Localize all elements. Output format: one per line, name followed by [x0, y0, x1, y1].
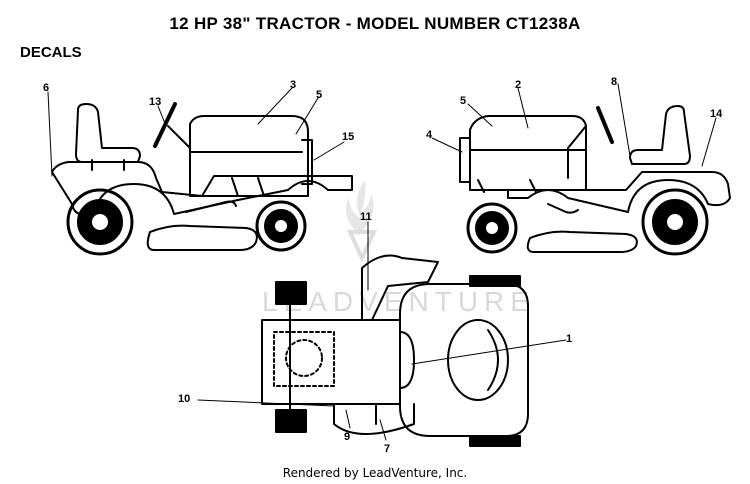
- right-side-tractor: [459, 105, 731, 256]
- top-view-tractor: [261, 254, 529, 447]
- page-title: 12 HP 38" TRACTOR - MODEL NUMBER CT1238A: [169, 14, 581, 33]
- callout-1: 1: [566, 333, 572, 345]
- callout-8: 8: [611, 76, 617, 88]
- callout-14: 14: [710, 108, 723, 120]
- callout-13: 13: [149, 96, 161, 108]
- callout-5-right: 5: [460, 95, 466, 107]
- leader-lines: [47, 83, 717, 441]
- callouts: 6 13 3 5 15 2 5 4 8 14 11 1 10 9 7: [43, 76, 723, 455]
- callout-15: 15: [342, 131, 354, 143]
- render-credit: Rendered by LeadVenture, Inc.: [282, 466, 468, 480]
- section-label: DECALS: [20, 44, 82, 61]
- callout-3: 3: [290, 79, 296, 91]
- callout-9: 9: [344, 431, 350, 443]
- callout-10: 10: [178, 393, 190, 405]
- callout-6: 6: [43, 82, 49, 94]
- callout-7: 7: [384, 443, 390, 455]
- left-side-tractor: [51, 102, 353, 256]
- callout-11: 11: [360, 211, 372, 223]
- callout-5-left: 5: [316, 89, 322, 101]
- callout-4: 4: [426, 129, 433, 141]
- callout-2: 2: [515, 79, 521, 91]
